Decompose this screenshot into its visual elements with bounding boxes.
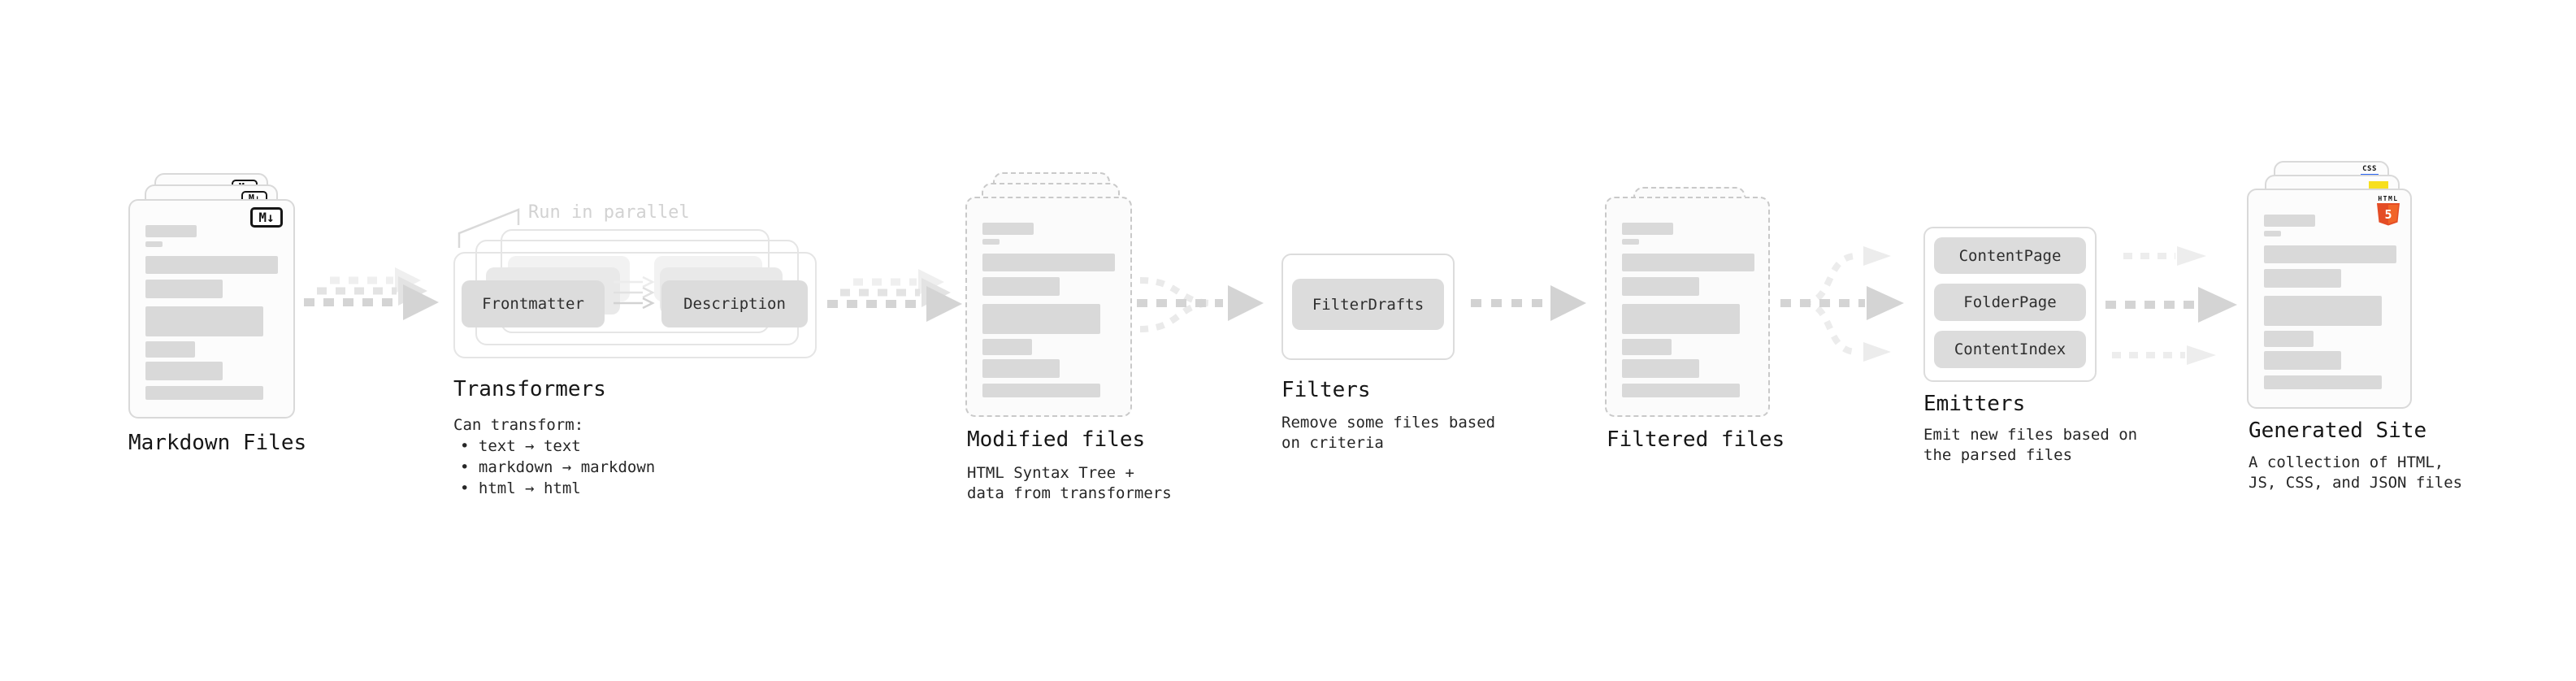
flow-arrow-markdown-to-transformers bbox=[304, 267, 439, 320]
filters-heading: Filters bbox=[1281, 378, 1371, 402]
placeholder-text-bar bbox=[1622, 359, 1699, 378]
html5-shield: 5 bbox=[2377, 203, 2400, 226]
placeholder-text-bar bbox=[145, 241, 163, 247]
placeholder-text-bar bbox=[1622, 239, 1639, 245]
placeholder-text-bar bbox=[982, 254, 1115, 271]
css-icon-label: CSS bbox=[2362, 165, 2377, 173]
flow-arrow-filters-to-filtered bbox=[1471, 285, 1586, 321]
contentpage-pill: ContentPage bbox=[1934, 237, 2086, 274]
markdown-icon: M↓ bbox=[250, 207, 283, 228]
placeholder-text-bar bbox=[982, 339, 1032, 355]
generated-site-desc-line: JS, CSS, and JSON files bbox=[2249, 474, 2463, 492]
contentindex-pill: ContentIndex bbox=[1934, 331, 2086, 368]
emitters-desc-line: the parsed files bbox=[1923, 446, 2073, 464]
transformers-heading: Transformers bbox=[453, 377, 606, 401]
folderpage-pill: FolderPage bbox=[1934, 284, 2086, 321]
placeholder-text-bar bbox=[1622, 304, 1740, 334]
filtered-file-card-front bbox=[1605, 197, 1770, 417]
filters-desc-line: Remove some files based bbox=[1281, 414, 1496, 432]
emitters-container: ContentPage FolderPage ContentIndex bbox=[1923, 227, 2097, 382]
placeholder-text-bar bbox=[2264, 375, 2382, 389]
placeholder-text-bar bbox=[145, 306, 263, 336]
transformers-description: Can transform: text → text markdown → ma… bbox=[453, 414, 655, 499]
placeholder-text-bar bbox=[1622, 277, 1699, 296]
placeholder-text-bar bbox=[2264, 331, 2314, 347]
generated-site-description: A collection of HTML, JS, CSS, and JSON … bbox=[2249, 453, 2462, 493]
filtered-files-label: Filtered files bbox=[1607, 427, 1785, 452]
flow-arrow-modified-to-filters-merge bbox=[1137, 277, 1264, 332]
placeholder-text-bar bbox=[2264, 269, 2341, 288]
modified-file-card-front bbox=[965, 197, 1132, 417]
modified-files-desc-line: data from transformers bbox=[967, 484, 1172, 502]
run-in-parallel-callout-line bbox=[458, 208, 520, 248]
placeholder-text-bar bbox=[2264, 231, 2281, 236]
placeholder-text-bar bbox=[145, 256, 278, 274]
placeholder-text-bar bbox=[982, 384, 1100, 397]
html5-shield-number: 5 bbox=[2384, 207, 2392, 222]
placeholder-text-bar bbox=[1622, 339, 1672, 355]
placeholder-text-bar bbox=[145, 362, 223, 380]
markdown-files-label: Markdown Files bbox=[128, 431, 307, 455]
site-file-card-html: HTML 5 bbox=[2247, 189, 2412, 409]
placeholder-text-bar bbox=[2264, 296, 2382, 326]
emitters-desc-line: Emit new files based on bbox=[1923, 426, 2138, 444]
placeholder-text-bar bbox=[1622, 254, 1754, 271]
placeholder-text-bar bbox=[982, 223, 1034, 235]
transformers-intro: Can transform: bbox=[453, 416, 584, 434]
generated-site-heading: Generated Site bbox=[2249, 419, 2427, 443]
flow-arrow-filtered-to-emitters-split bbox=[1780, 246, 1904, 362]
modified-files-description: HTML Syntax Tree + data from transformer… bbox=[967, 463, 1172, 504]
html5-icon: HTML 5 bbox=[2374, 195, 2402, 226]
placeholder-text-bar bbox=[145, 225, 197, 237]
placeholder-text-bar bbox=[145, 280, 223, 298]
placeholder-text-bar bbox=[2264, 215, 2315, 227]
placeholder-text-bar bbox=[1622, 223, 1673, 235]
placeholder-text-bar bbox=[2264, 351, 2341, 370]
run-in-parallel-annotation: Run in parallel bbox=[528, 202, 690, 223]
filters-container: FilterDrafts bbox=[1281, 254, 1455, 360]
transformer-container-front bbox=[453, 252, 817, 358]
placeholder-text-bar bbox=[145, 341, 195, 358]
emitters-description: Emit new files based on the parsed files bbox=[1923, 425, 2137, 466]
filters-description: Remove some files based on criteria bbox=[1281, 413, 1495, 453]
transform-bullet: markdown → markdown bbox=[453, 457, 655, 478]
generated-site-desc-line: A collection of HTML, bbox=[2249, 453, 2444, 471]
transform-bullet: text → text bbox=[453, 436, 655, 457]
placeholder-text-bar bbox=[145, 386, 263, 400]
html5-icon-label: HTML bbox=[2378, 195, 2399, 202]
modified-files-desc-line: HTML Syntax Tree + bbox=[967, 464, 1134, 482]
flow-arrow-transformers-to-modified bbox=[827, 269, 962, 322]
placeholder-text-bar bbox=[2264, 245, 2396, 263]
placeholder-text-bar bbox=[1622, 384, 1740, 397]
filters-desc-line: on criteria bbox=[1281, 434, 1384, 452]
emitters-heading: Emitters bbox=[1923, 392, 2026, 416]
frontmatter-to-description-arrows bbox=[614, 275, 655, 310]
placeholder-text-bar bbox=[982, 359, 1060, 378]
markdown-file-card-front: M↓ bbox=[128, 199, 295, 419]
frontmatter-pill: Frontmatter bbox=[462, 280, 605, 327]
filterdrafts-pill: FilterDrafts bbox=[1292, 279, 1444, 330]
flow-arrow-emitters-to-site bbox=[2105, 246, 2237, 365]
placeholder-text-bar bbox=[982, 239, 1000, 245]
placeholder-text-bar bbox=[982, 277, 1060, 296]
description-pill: Description bbox=[661, 280, 808, 327]
transform-bullet: html → html bbox=[453, 478, 655, 499]
modified-files-heading: Modified files bbox=[967, 427, 1146, 452]
placeholder-text-bar bbox=[982, 304, 1100, 334]
